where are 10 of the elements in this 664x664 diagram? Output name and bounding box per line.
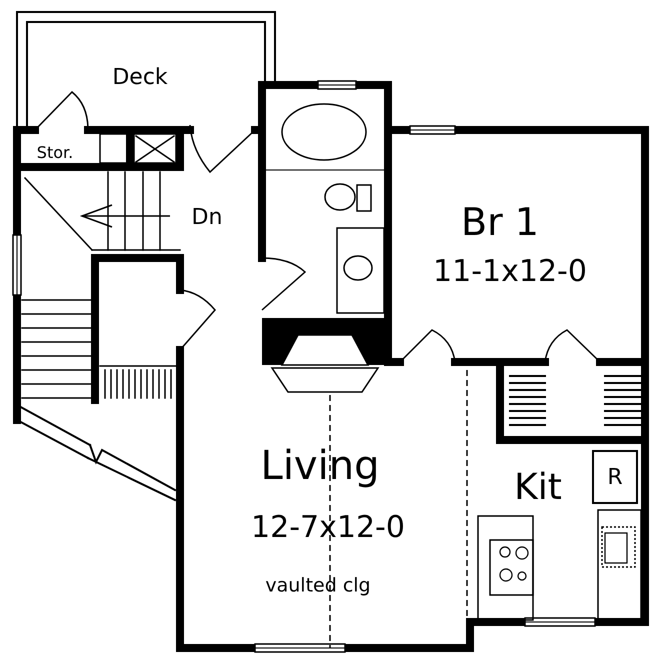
room-label: Br 1 <box>461 203 539 241</box>
ceiling-note: vaulted clg <box>265 576 371 596</box>
room-label: Living <box>260 446 380 486</box>
room-label: Kit <box>514 470 562 506</box>
room-dimensions: 12-7x12-0 <box>251 513 405 543</box>
refrigerator-box: R <box>592 450 638 504</box>
room-label: Deck <box>112 67 168 89</box>
room-dimensions: 11-1x12-0 <box>433 257 587 287</box>
stair-label: Dn <box>192 207 222 229</box>
room-label: Stor. <box>36 145 74 161</box>
